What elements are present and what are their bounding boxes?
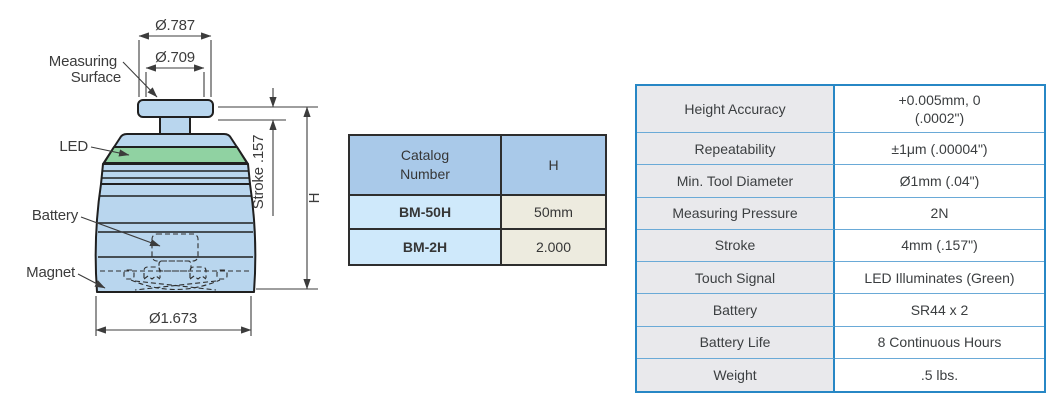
magnet-cross-2: [134, 280, 217, 291]
dim-h-text: H: [306, 193, 323, 204]
spec-value: ±1μm (.00004"): [835, 133, 1044, 166]
dimension-top-outer: Ø.787: [138, 17, 212, 97]
spec-label: Stroke: [637, 229, 835, 262]
magnet-tab-left: [123, 269, 135, 280]
device-body: [94, 99, 257, 293]
measuring-surface-label: Measuring Surface: [49, 53, 121, 86]
callout-led: LED: [59, 138, 130, 157]
catalog-header-number: Catalog Number: [350, 136, 502, 196]
dim-709-text: Ø.709: [155, 49, 195, 66]
spec-value: .5 lbs.: [835, 358, 1044, 391]
led-label: LED: [59, 138, 88, 155]
spec-label: Weight: [637, 358, 835, 391]
spec-table: Height Accuracy +0.005mm, 0 (.0002") Rep…: [635, 84, 1046, 393]
dim-787-text: Ø.787: [155, 17, 195, 34]
catalog-header-h: H: [502, 136, 605, 196]
magnet-post-right: [189, 266, 207, 278]
dim-1673-text: Ø1.673: [149, 310, 197, 327]
spec-label: Min. Tool Diameter: [637, 165, 835, 198]
led-band: [103, 146, 248, 164]
catalog-table: Catalog Number H BM-50H 50mm BM-2H 2.000: [348, 134, 607, 266]
spec-value: SR44 x 2: [835, 294, 1044, 327]
dimension-height: H: [256, 106, 323, 290]
spec-label: Repeatability: [637, 133, 835, 166]
spec-value: 4mm (.157"): [835, 229, 1044, 262]
callout-magnet: Magnet: [26, 264, 106, 289]
spec-label: Measuring Pressure: [637, 197, 835, 230]
magnet-post-left: [143, 266, 161, 278]
spec-value: LED Illuminates (Green): [835, 262, 1044, 295]
spec-value: Ø1mm (.04"): [835, 165, 1044, 198]
hidden-internals: [100, 233, 251, 291]
spring-left: [143, 275, 161, 280]
dimension-top-inner: Ø.709: [145, 49, 205, 97]
dim-stroke-text: Stroke .157: [250, 135, 267, 210]
spec-label: Height Accuracy: [637, 86, 835, 133]
spec-value: +0.005mm, 0 (.0002"): [835, 86, 1044, 133]
magnet-tab-right: [216, 269, 228, 280]
spec-label: Battery Life: [637, 326, 835, 359]
catalog-number-cell: BM-50H: [350, 196, 502, 230]
spec-value: 8 Continuous Hours: [835, 326, 1044, 359]
magnet-dish-arc: [130, 279, 221, 291]
main-body: [94, 183, 257, 293]
battery-label: Battery: [32, 207, 79, 224]
spring-right: [189, 275, 207, 280]
device-diagram: Ø.787 Ø.709 Stroke .157 H: [26, 17, 323, 336]
callout-measuring-surface: Measuring Surface: [49, 53, 158, 98]
catalog-h-cell: 50mm: [502, 196, 605, 230]
catalog-number-cell: BM-2H: [350, 230, 502, 264]
spec-value: 2N: [835, 197, 1044, 230]
callout-battery: Battery: [32, 207, 161, 247]
spec-label: Battery: [637, 294, 835, 327]
magnet-label: Magnet: [26, 264, 76, 281]
neck-section: [100, 163, 251, 185]
spec-label: Touch Signal: [637, 262, 835, 295]
dimension-base: Ø1.673: [95, 296, 252, 336]
battery-outline: [151, 233, 199, 262]
dimension-stroke: Stroke .157: [218, 88, 318, 216]
measuring-surface-disc: [137, 99, 214, 118]
catalog-h-cell: 2.000: [502, 230, 605, 264]
